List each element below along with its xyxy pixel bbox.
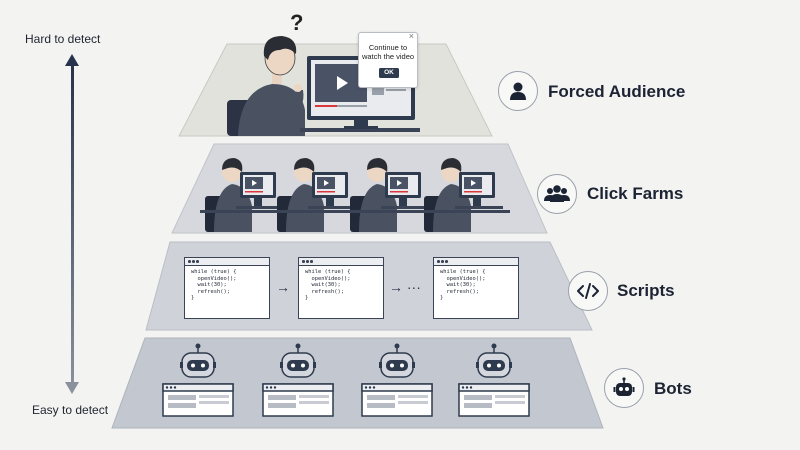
video-progress-bar: [315, 105, 367, 107]
bot-unit: [361, 343, 433, 417]
person-body: [238, 84, 305, 136]
code-icon: [568, 271, 608, 311]
axis-bottom-label: Easy to detect: [32, 403, 109, 417]
script-code: while (true) { openVideo(); wait(30); re…: [305, 269, 351, 302]
tier-label-scripts: Scripts: [617, 281, 675, 300]
detection-axis: [71, 64, 74, 386]
axis-top-label: Hard to detect: [25, 32, 101, 46]
axis-up-arrow-icon: [65, 54, 79, 66]
bot-unit: [162, 343, 234, 417]
click-farm-scene: [200, 158, 510, 232]
play-icon: [337, 76, 348, 90]
person-icon: [498, 71, 538, 111]
question-mark: ?: [290, 10, 304, 35]
bot-unit: [262, 343, 334, 417]
robot-icon: [604, 368, 644, 408]
popup-message: Continue to watch the video: [361, 43, 415, 61]
tier-label-bots: Bots: [654, 379, 692, 398]
tier-label-click-farms: Click Farms: [587, 184, 684, 203]
script-code: while (true) { openVideo(); wait(30); re…: [440, 269, 486, 302]
script-window: while (true) { openVideo(); wait(30); re…: [433, 257, 519, 319]
person-hair: [263, 36, 297, 60]
script-window: while (true) { openVideo(); wait(30); re…: [184, 257, 270, 319]
farm-worker: [424, 158, 503, 232]
close-icon[interactable]: ×: [408, 31, 414, 41]
arrow-icon: →: [276, 279, 290, 295]
bot-scene: [162, 343, 530, 417]
arrow-ellipsis-icon: → ···: [389, 279, 421, 295]
farm-worker: [350, 158, 429, 232]
script-code: while (true) { openVideo(); wait(30); re…: [191, 269, 237, 302]
farm-worker: [277, 158, 356, 232]
farm-worker: [205, 158, 284, 232]
person-arm: [282, 90, 304, 120]
tier-label-forced-audience: Forced Audience: [548, 82, 686, 101]
axis-down-arrow-icon: [65, 382, 79, 394]
continue-watching-popup[interactable]: × Continue to watch the video OK: [358, 31, 418, 88]
group-icon: [537, 174, 577, 214]
script-window: while (true) { openVideo(); wait(30); re…: [298, 257, 384, 319]
desk: [300, 128, 420, 132]
ok-button[interactable]: OK: [379, 68, 399, 78]
bot-unit: [458, 343, 530, 417]
